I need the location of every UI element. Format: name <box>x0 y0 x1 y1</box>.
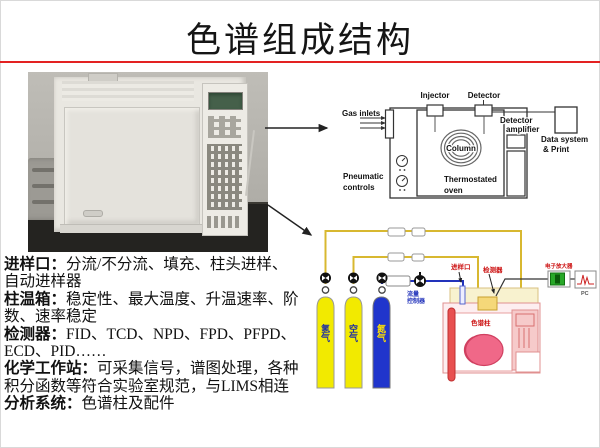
printer-slot <box>32 184 58 188</box>
gc-control-panel <box>202 83 248 236</box>
detector-pointer <box>488 273 495 294</box>
note-line: 数、速率稳定 <box>4 308 98 326</box>
column-coil <box>440 129 482 167</box>
detector-electronics-panel <box>511 309 541 373</box>
gc-flow-diagram: 进样口 检测器 色谱柱 电子放大器 PC 流量 控制器 <box>316 227 597 389</box>
gas-trap <box>387 227 406 237</box>
data-system-label-2: & Print <box>543 145 570 154</box>
gas-trap <box>387 252 405 262</box>
amplifier-box <box>547 270 571 288</box>
gas-trap <box>411 227 426 237</box>
printer-slot <box>32 200 58 204</box>
gc-oven-door <box>64 107 200 225</box>
injector-needle <box>459 285 466 305</box>
air-cylinder <box>344 296 363 389</box>
page-title: 色谱组成结构 <box>185 21 414 60</box>
amplifier-label-2: amplifier <box>506 125 539 134</box>
gas-inlets-label: Gas inlets <box>342 109 381 118</box>
gc-vents <box>62 81 194 101</box>
note-line: 自动进样器 <box>4 273 82 291</box>
gas-manifold <box>384 109 395 139</box>
detector-label: Detector <box>468 91 500 100</box>
notes-block: 进样口：分流/不分流、填充、柱头进样、 自动进样器 柱温箱：稳定性、最大温度、升… <box>4 256 334 413</box>
hydrogen-cylinder <box>316 296 335 389</box>
oven-box <box>416 109 505 197</box>
note-line: 检测器：FID、TCD、NPD、FPD、PFPD、 <box>4 325 296 343</box>
pneumatic-gauges <box>396 155 408 191</box>
title-underline <box>0 61 600 63</box>
detector-box <box>477 296 498 311</box>
note-line: 进样口：分流/不分流、填充、柱头进样、 <box>4 256 288 273</box>
line-valve-icon <box>414 272 426 287</box>
nitrogen-cylinder-label: 氮气 <box>376 324 386 342</box>
column-drum <box>463 333 504 367</box>
flow-controller-label-1: 流量 <box>407 290 419 298</box>
gc-door-handle <box>83 210 103 217</box>
signal-wire <box>495 278 548 297</box>
recorder-box <box>574 270 597 289</box>
column-label: Column <box>446 144 476 153</box>
gc-keypad-upper <box>208 116 241 138</box>
amplifier-block-1 <box>506 134 526 149</box>
note-line: 积分函数等符合实验室规范，与LIMS相连 <box>4 377 290 395</box>
gc-keypad-main <box>207 144 242 210</box>
gas-trap <box>411 253 425 262</box>
cylinder-valve-icons <box>320 272 388 294</box>
oven-label-2: oven <box>444 186 463 195</box>
oven-label-1: Thermostated <box>444 175 497 184</box>
amplifier-label-1: Detector <box>500 116 532 125</box>
outer-box <box>389 107 528 199</box>
recorder-label: PC <box>581 291 589 297</box>
data-system-label-1: Data system <box>541 135 588 144</box>
data-system-box <box>554 106 578 134</box>
connector-arrows <box>265 123 329 236</box>
flow-controller-label-2: 控制器 <box>407 297 426 305</box>
arrow-to-flow-diagram <box>267 204 313 236</box>
photo-gc-body <box>54 73 248 236</box>
amplifier-block-2 <box>506 150 526 197</box>
note-line: 分析系统：色谱柱及配件 <box>4 395 175 413</box>
nitrogen-cylinder <box>372 296 391 389</box>
note-line: ECD、PID…… <box>4 342 107 360</box>
flow-column-label: 色谱柱 <box>471 318 491 327</box>
pneumatic-label-1: Pneumatic <box>343 172 384 181</box>
gc-lcd-screen <box>208 92 243 110</box>
gc-schematic: Gas inlets Injector Detector Detector am… <box>342 91 588 199</box>
gc-instrument-photo <box>28 72 268 252</box>
injector-block <box>426 104 444 117</box>
note-line: 柱温箱：稳定性、最大温度、升温速率、阶 <box>4 290 299 308</box>
flow-controller-block <box>385 275 411 287</box>
injection-port-pointer <box>458 271 463 283</box>
injector-label: Injector <box>421 91 450 100</box>
detector-block <box>474 104 493 117</box>
pneumatic-label-2: controls <box>343 183 375 192</box>
note-line: 化学工作站：可采集信号，谱图处理，各种 <box>4 360 299 378</box>
printer-slot <box>32 168 58 172</box>
injection-port-label: 进样口 <box>451 262 471 271</box>
gc-keypad-bottom <box>207 216 242 228</box>
injection-port-tube <box>447 307 456 382</box>
air-cylinder-label: 空气 <box>348 324 358 342</box>
hydrogen-cylinder-label: 氢气 <box>320 324 330 342</box>
flow-amplifier-label: 电子放大器 <box>545 262 573 270</box>
gc-base-strip <box>60 224 210 233</box>
flow-detector-label: 检测器 <box>483 265 503 274</box>
